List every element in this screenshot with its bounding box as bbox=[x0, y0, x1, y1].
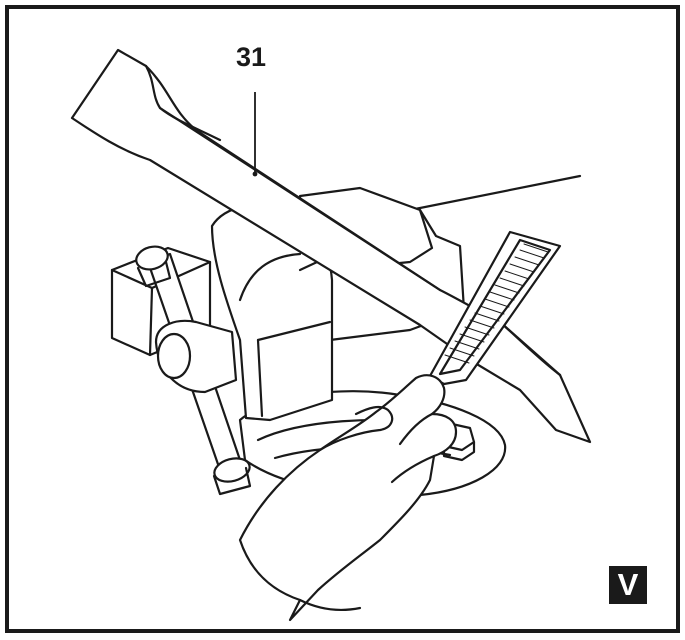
panel-letter-badge: V bbox=[609, 566, 647, 604]
workbench-edge bbox=[398, 174, 582, 214]
part-callout-number: 31 bbox=[236, 42, 267, 72]
file-teeth bbox=[444, 243, 549, 364]
vise-handle-knob-bottom bbox=[213, 457, 251, 483]
vise-handle-knob-top bbox=[135, 245, 169, 271]
